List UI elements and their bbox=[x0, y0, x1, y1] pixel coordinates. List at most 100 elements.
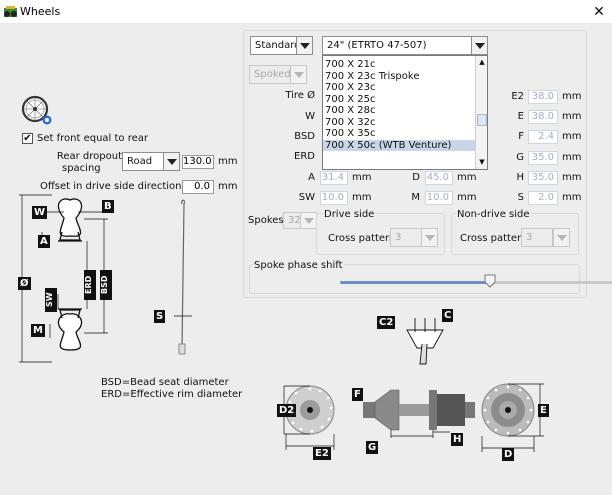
rear-dropout-label: Rear dropout bbox=[56, 151, 122, 162]
window-title: Wheels bbox=[20, 5, 61, 18]
bsd-badge: BSD bbox=[100, 270, 112, 300]
set-front-equal-label: Set front equal to rear bbox=[37, 133, 148, 144]
m-badge: M bbox=[31, 324, 45, 337]
h-field[interactable]: 35.0 bbox=[528, 171, 558, 185]
size-option[interactable]: 700 X 35c bbox=[325, 128, 376, 139]
d-field[interactable]: 45.0 bbox=[425, 171, 453, 185]
b-badge: B bbox=[102, 200, 114, 213]
close-icon[interactable]: ✕ bbox=[593, 4, 605, 20]
s-field[interactable]: 2.0 bbox=[528, 191, 558, 205]
e-unit: mm bbox=[562, 111, 582, 122]
h-unit: mm bbox=[562, 172, 582, 183]
non-drive-cross-select[interactable]: 3 bbox=[521, 228, 553, 247]
size-option[interactable]: 700 X 21c bbox=[325, 59, 376, 70]
chevron-down-icon bbox=[556, 235, 567, 241]
flange-detail-diagram bbox=[406, 318, 444, 365]
scroll-thumb[interactable] bbox=[477, 114, 487, 126]
drive-cross-label: Cross pattern bbox=[328, 233, 396, 244]
dropout-type-select[interactable]: Road bbox=[122, 152, 167, 171]
hub-side-diagram bbox=[363, 389, 475, 438]
s-badge: S bbox=[154, 310, 166, 323]
f-badge: F bbox=[352, 388, 363, 401]
e-field[interactable]: 38.0 bbox=[528, 110, 558, 124]
erd-note: ERD=Effective rim diameter bbox=[101, 389, 243, 400]
dropout-type-dropdown-button[interactable] bbox=[163, 152, 180, 171]
m-field[interactable]: 10.0 bbox=[425, 191, 453, 205]
non-drive-cross-label: Cross pattern bbox=[460, 233, 528, 244]
size-option-selected[interactable]: 700 X 50c (WTB Venture) bbox=[323, 139, 475, 151]
left-flange-diagram bbox=[283, 385, 335, 450]
sw-unit: mm bbox=[352, 192, 372, 203]
w-badge: W bbox=[32, 206, 48, 219]
offset-unit: mm bbox=[218, 181, 238, 192]
g-field[interactable]: 35.0 bbox=[528, 151, 558, 165]
spoked-dropdown-button[interactable] bbox=[290, 65, 307, 84]
offset-value-field[interactable]: 0.0 bbox=[182, 180, 214, 194]
e2-badge: E2 bbox=[313, 447, 331, 460]
size-options: 700 X 21c 700 X 23c Trispoke 700 X 23c 7… bbox=[323, 59, 475, 151]
size-dropdown-button[interactable] bbox=[471, 36, 488, 55]
spoke-diagram bbox=[174, 199, 192, 355]
d2-badge: D2 bbox=[277, 404, 297, 417]
erd-label: ERD bbox=[294, 151, 315, 162]
dropout-value-field[interactable]: 130.0 bbox=[182, 155, 214, 169]
chevron-down-icon bbox=[299, 43, 310, 49]
drive-side-group bbox=[316, 213, 445, 255]
g-label: G bbox=[516, 152, 524, 163]
title-bar: Wheels ✕ bbox=[0, 0, 612, 24]
sw-field[interactable]: 10.0 bbox=[320, 191, 348, 205]
size-select[interactable]: 24" (ETRTO 47-507) bbox=[322, 36, 474, 55]
f-unit: mm bbox=[562, 131, 582, 142]
spokes-count-dropdown[interactable] bbox=[300, 212, 317, 229]
e2-field[interactable]: 38.0 bbox=[528, 90, 558, 104]
h-badge: H bbox=[451, 433, 464, 446]
d-label: D bbox=[412, 172, 420, 183]
c2-badge: C2 bbox=[377, 316, 396, 329]
size-option[interactable]: 700 X 23c bbox=[325, 82, 376, 93]
f-field[interactable]: 2.4 bbox=[528, 130, 558, 144]
s-label: S bbox=[517, 192, 524, 203]
tire-diameter-label: Tire Ø bbox=[285, 90, 315, 101]
standard-select[interactable]: Standard bbox=[250, 36, 298, 55]
drive-side-title: Drive side bbox=[323, 209, 376, 220]
chevron-down-icon bbox=[303, 218, 314, 224]
d-unit: mm bbox=[457, 172, 477, 183]
chevron-down-icon bbox=[166, 159, 177, 165]
standard-dropdown-button[interactable] bbox=[296, 36, 313, 55]
offset-label: Offset in drive side direction bbox=[40, 181, 182, 192]
phase-shift-title: Spoke phase shift bbox=[253, 260, 344, 271]
size-option[interactable]: 700 X 32c bbox=[325, 116, 376, 128]
phase-shift-fill bbox=[340, 281, 491, 284]
drive-cross-dropdown[interactable] bbox=[421, 228, 438, 247]
c-badge: C bbox=[442, 309, 454, 322]
rim-settings-panel bbox=[243, 30, 587, 298]
w-label: W bbox=[305, 111, 315, 122]
diameter-badge: Ø bbox=[18, 277, 31, 290]
e2-label: E2 bbox=[511, 91, 524, 102]
spoked-select[interactable]: Spoked bbox=[249, 65, 291, 84]
a-field[interactable]: 31.4 bbox=[320, 171, 348, 185]
h-label: H bbox=[516, 172, 524, 183]
non-drive-cross-dropdown[interactable] bbox=[553, 228, 570, 247]
size-option[interactable]: 700 X 28c bbox=[325, 105, 376, 116]
f-label: F bbox=[518, 131, 524, 142]
scroll-up-icon[interactable]: ▲ bbox=[479, 58, 485, 66]
right-flange-diagram bbox=[481, 383, 544, 452]
bsd-note: BSD=Bead seat diameter bbox=[101, 377, 229, 388]
size-dropdown-list[interactable]: 700 X 21c 700 X 23c Trispoke 700 X 23c 7… bbox=[322, 55, 488, 170]
wheels-app-icon bbox=[4, 6, 17, 17]
drive-cross-select[interactable]: 3 bbox=[390, 228, 422, 247]
erd-badge: ERD bbox=[84, 270, 96, 300]
phase-shift-thumb[interactable] bbox=[484, 274, 496, 288]
g-unit: mm bbox=[562, 152, 582, 163]
size-list-scrollbar[interactable]: ▲ ▼ bbox=[475, 56, 487, 169]
scroll-down-icon[interactable]: ▼ bbox=[479, 158, 485, 166]
e-label: E bbox=[517, 111, 524, 122]
e-badge: E bbox=[538, 404, 549, 417]
a-unit: mm bbox=[352, 172, 372, 183]
size-option[interactable]: 700 X 25c bbox=[325, 93, 376, 105]
size-option[interactable]: 700 X 23c Trispoke bbox=[325, 70, 420, 82]
set-front-equal-checkbox[interactable]: ✔ bbox=[22, 133, 33, 144]
sw-badge: SW bbox=[45, 288, 57, 312]
rear-dropout-label-2: spacing bbox=[62, 163, 101, 174]
